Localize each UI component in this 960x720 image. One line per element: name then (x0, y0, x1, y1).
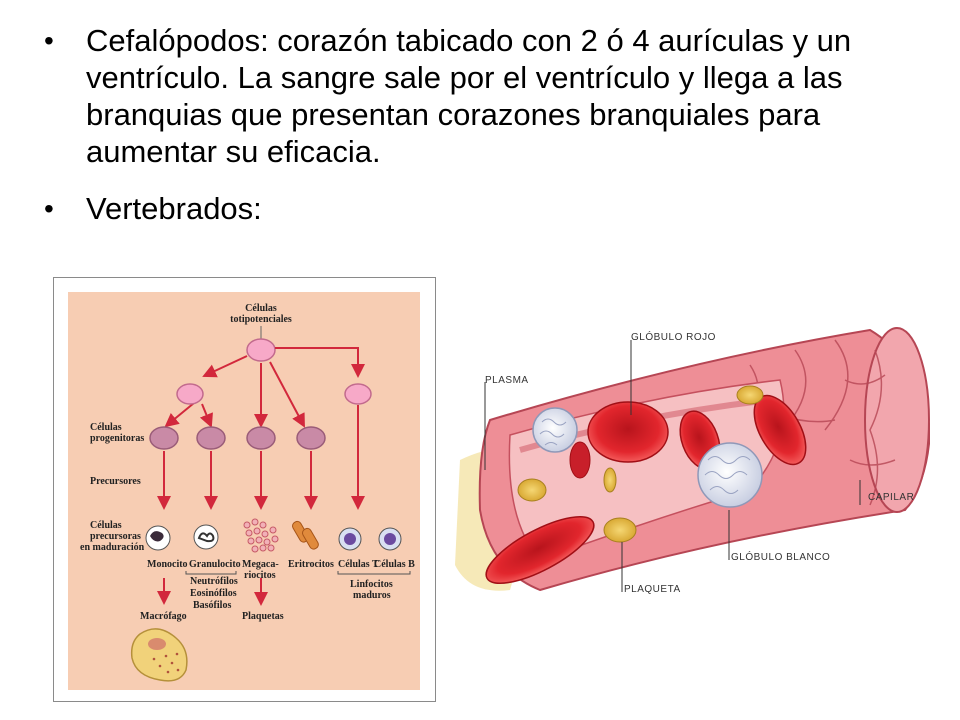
platelets (517, 385, 764, 543)
white-blood-cell (697, 442, 763, 508)
label-celulas-precursoras-1: Células (90, 520, 122, 531)
hematopoiesis-diagram: Células totipotenciales Células progenit… (68, 292, 420, 690)
megakaryocyte-fragments (243, 518, 279, 553)
bullet-dot: • (44, 25, 54, 56)
label-basofilos: Basófilos (193, 600, 231, 611)
red-blood-cell (569, 441, 591, 479)
erythrocyte-shapes (292, 520, 319, 550)
label-celulas-b: Células B (374, 559, 415, 570)
label-megacariocitos-2: riocitos (244, 570, 276, 581)
label-granulocito: Granulocito (189, 559, 241, 570)
bullet-text: Cefalópodos: corazón tabicado con 2 ó 4 … (86, 23, 852, 169)
label-celulas-precursoras-3: en maduración (80, 542, 145, 553)
red-blood-cell (485, 516, 595, 584)
label-linfocitos-maduros-2: maduros (353, 590, 391, 601)
label-eosinofilos: Eosinófilos (190, 588, 237, 599)
label-plaquetas: Plaquetas (242, 611, 284, 622)
red-blood-cell (587, 401, 669, 463)
diagram-background (68, 292, 420, 690)
label-megacariocitos-1: Megaca- (242, 559, 279, 570)
bullet-cefalopodos: • Cefalópodos: corazón tabicado con 2 ó 4… (40, 22, 940, 170)
label-celulas-totipotenciales-2: totipotenciales (230, 314, 292, 325)
label-linfocitos-maduros-1: Linfocitos (350, 579, 393, 590)
b-cell (378, 527, 402, 551)
stem-cell-lymphoid (344, 383, 372, 405)
label-plaqueta: PLAQUETA (624, 584, 681, 595)
label-macrofago: Macrófago (140, 611, 187, 622)
progenitor-cell (196, 426, 226, 450)
platelet (517, 478, 547, 502)
stem-cell-myeloid (176, 383, 204, 405)
label-precursores: Precursores (90, 476, 141, 487)
granulocyte-cell (193, 524, 219, 550)
label-celulas-progenitoras-1: Células (90, 422, 122, 433)
totipotent-cell (246, 338, 276, 362)
platelet (603, 517, 637, 543)
progenitor-cell (296, 426, 326, 450)
white-blood-cell (532, 407, 578, 453)
label-neutrofilos: Neutrófilos (190, 576, 238, 587)
label-eritrocitos: Eritrocitos (288, 559, 334, 570)
label-plasma: PLASMA (485, 375, 529, 386)
progenitor-cell (149, 426, 179, 450)
label-celulas-progenitoras-2: progenitoras (90, 433, 144, 444)
bullet-dot: • (44, 193, 54, 224)
hematopoiesis-figure: Células totipotenciales Células progenit… (53, 277, 436, 702)
monocyte-cell (145, 525, 171, 551)
blood-vessel-figure: GLÓBULO ROJO PLASMA CAPILAR GLÓBULO BLAN… (455, 327, 930, 595)
label-celulas-precursoras-2: precursoras (90, 531, 141, 542)
t-cell (338, 527, 362, 551)
label-capilar: CAPILAR (868, 492, 914, 503)
label-globulo-blanco: GLÓBULO BLANCO (731, 550, 830, 563)
bullet-vertebrados: • Vertebrados: (40, 190, 940, 227)
white-blood-cells (532, 407, 763, 508)
label-celulas-totipotenciales-1: Células (245, 303, 277, 314)
label-celulas-t: Células T (338, 559, 379, 570)
progenitor-cell (246, 426, 276, 450)
label-globulo-rojo: GLÓBULO ROJO (631, 330, 716, 343)
bullet-list: • Cefalópodos: corazón tabicado con 2 ó 4… (40, 22, 940, 247)
platelet (603, 467, 617, 493)
platelet (736, 385, 764, 405)
macrophage-cell (130, 628, 188, 682)
label-monocito: Monocito (147, 559, 188, 570)
bullet-text: Vertebrados: (86, 191, 262, 226)
